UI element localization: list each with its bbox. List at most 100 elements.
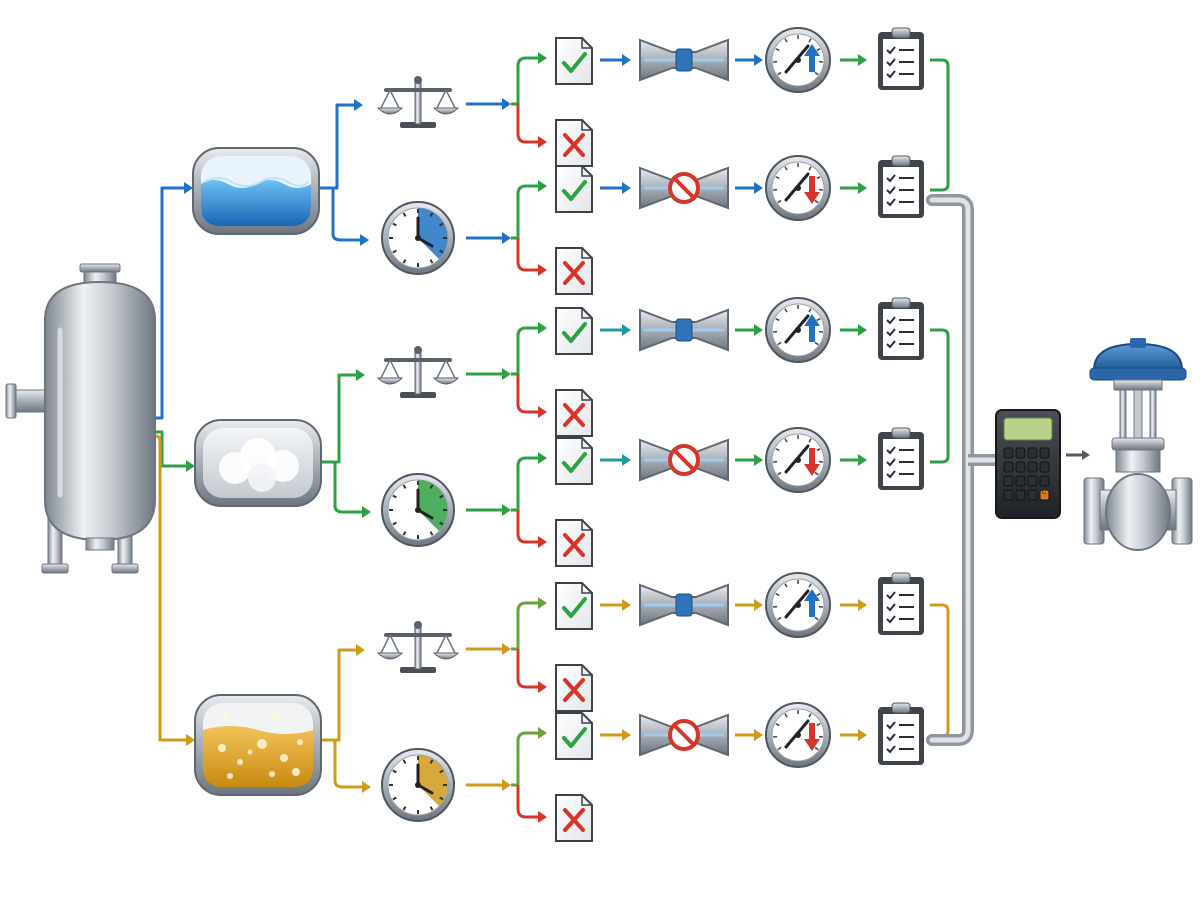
checklist-clipboard-icon [878,155,924,218]
accept-arrow [511,180,547,240]
document-check-icon [555,437,593,485]
report-arrow [840,324,867,336]
report-arrow [840,454,867,466]
gauge-arrow [735,599,763,611]
restriction-arrow [600,599,631,611]
reject-arrow [516,785,547,823]
clock-icon [381,201,455,275]
merge-line [930,58,950,192]
pressure-gauge-up-icon [765,27,831,93]
accept-arrow [511,597,547,651]
reject-arrow [516,104,547,148]
clock-icon [381,748,455,822]
decision-arrow [466,779,511,791]
branch-rows [376,27,924,842]
branch-arrow [321,369,365,464]
document-x-icon [555,247,593,295]
reject-arrow [516,510,547,548]
gauge-arrow [735,729,763,741]
checklist-clipboard-icon [878,27,924,90]
calculator-key [1015,489,1026,501]
calculator-key [1003,461,1014,473]
calculator-key [1039,461,1050,473]
document-check-icon [555,582,593,630]
pressure-gauge-down-icon [765,427,831,493]
calculator-key [1027,489,1038,501]
checklist-clipboard-icon [878,297,924,360]
document-x-icon [555,664,593,712]
document-x-icon [555,519,593,567]
balance-scale-icon [376,621,460,673]
accept-arrow [511,52,547,106]
blocked-restriction-icon [639,438,729,482]
restriction-arrow [600,182,631,194]
pressure-gauge-down-icon [765,155,831,221]
decision-arrow [466,504,511,516]
calculator-key [1027,461,1038,473]
liquid-phase-vessel-icon [192,147,320,235]
calculator-key [1027,475,1038,487]
venturi-restriction-icon [639,38,729,82]
control-valve-icon [1083,338,1193,551]
branch-arrow [319,186,369,246]
branch-group-two-phase [376,572,924,842]
document-x-icon [555,794,593,842]
calculator-key [1003,489,1014,501]
balance-scale-icon [376,76,460,128]
document-check-icon [555,165,593,213]
decision-arrow [466,232,511,244]
calculator-key-label: C [1042,488,1047,496]
report-arrow [840,54,867,66]
document-check-icon [555,37,593,85]
restriction-arrow [600,324,631,336]
report-arrow [840,182,867,194]
accept-arrow [511,452,547,512]
merge-line [930,603,950,739]
report-arrow [840,729,867,741]
calculator-icon: C [995,409,1061,519]
document-check-icon [555,307,593,355]
merge-line [930,328,950,464]
restriction-arrow [600,54,631,66]
gauge-arrow [735,324,763,336]
restriction-arrow [600,454,631,466]
decision-arrow [466,643,511,655]
balance-scale-icon [376,346,460,398]
branch-arrow [321,460,371,518]
checklist-clipboard-icon [878,572,924,635]
branch-arrow [321,738,371,793]
calculator-key [1003,447,1014,459]
checklist-clipboard-icon [878,702,924,765]
two-phase-feed-arrow [148,434,195,746]
gauge-arrow [735,454,763,466]
reject-arrow [516,649,547,693]
pressure-gauge-up-icon [765,572,831,638]
venturi-restriction-icon [639,308,729,352]
document-x-icon [555,119,593,167]
reject-arrow [516,238,547,276]
vapor-phase-vessel-icon [194,419,322,507]
branch-arrow [321,644,365,742]
accept-arrow [511,322,547,376]
report-arrow [840,599,867,611]
checklist-clipboard-icon [878,427,924,490]
branch-group-liquid [376,27,924,295]
document-x-icon [555,389,593,437]
calculator-key [1027,447,1038,459]
calculator-key [1039,447,1050,459]
output-arrow-head [1082,450,1090,460]
calculator-clear-key [1039,489,1050,501]
collector-pipe [926,194,998,746]
two-phase-vessel-icon [194,694,322,796]
calculator-key [1003,475,1014,487]
branch-group-vapor [376,297,924,567]
reject-arrow [516,374,547,418]
branch-arrow [319,99,363,190]
connector-layer [148,52,950,823]
decision-arrow [466,98,511,110]
calculator-key [1015,461,1026,473]
calculator-key [1015,475,1026,487]
pressure-gauge-down-icon [765,702,831,768]
decision-arrow [466,368,511,380]
document-check-icon [555,712,593,760]
